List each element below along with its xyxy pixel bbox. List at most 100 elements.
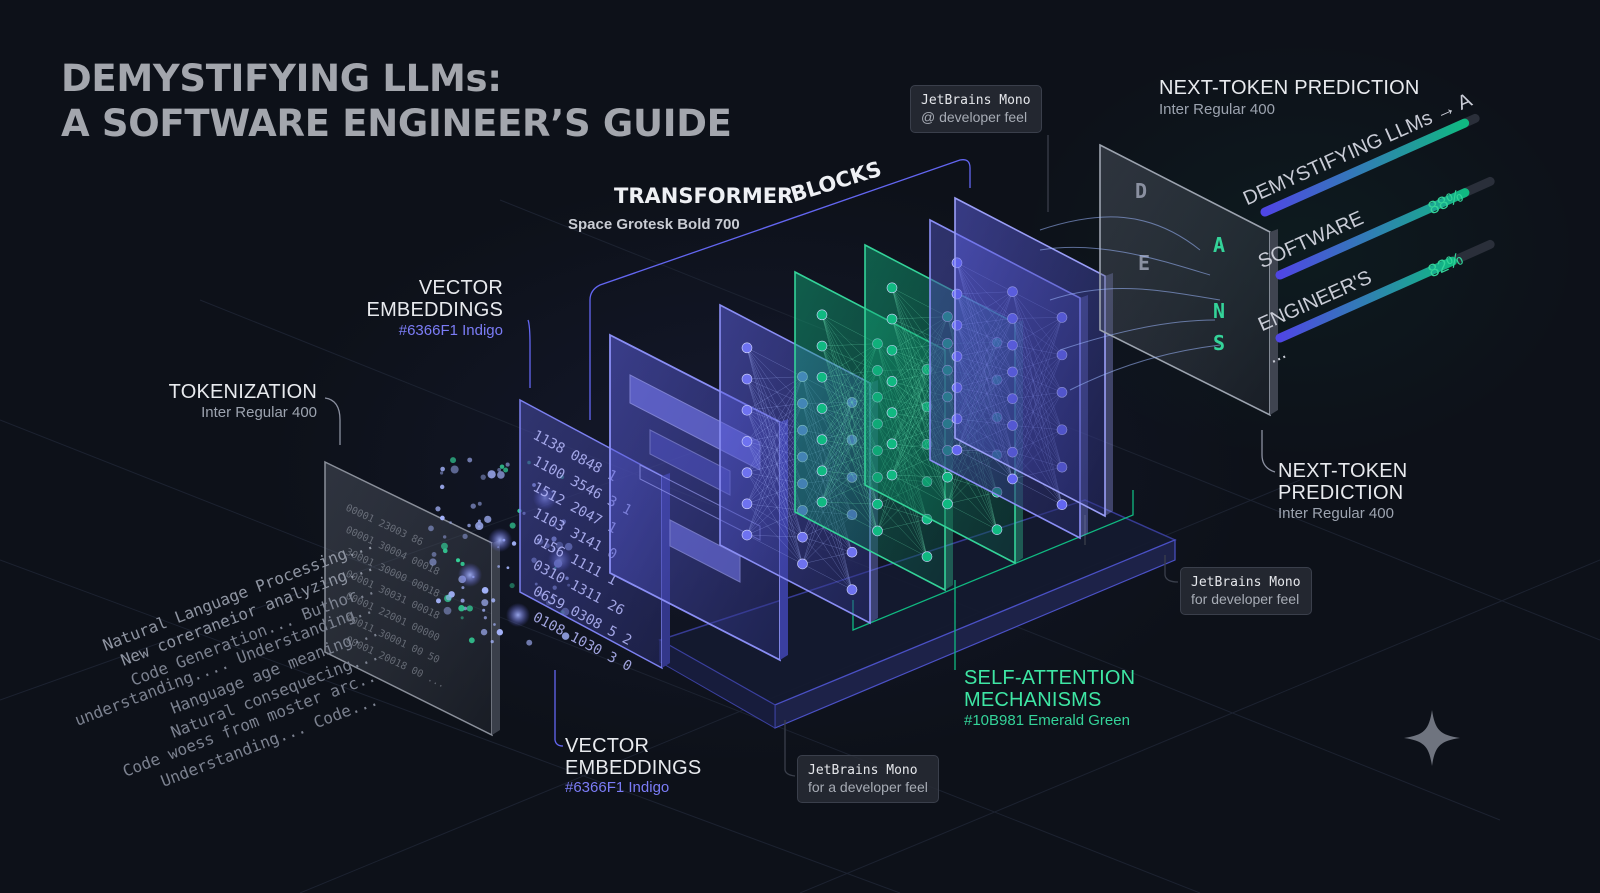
particle [484,515,492,523]
network-node [886,344,898,356]
particle [506,566,510,570]
particle [526,639,533,646]
network-node [886,469,898,481]
particle [466,605,473,612]
font-tag-bottom-mono: JetBrains Mono [808,763,918,778]
page-title: DEMYSTIFYING LLMs: A SOFTWARE ENGINEER’S… [61,56,732,146]
particle-glow [506,603,530,627]
particle [449,521,452,524]
next-token-label-right: NEXT-TOKEN PREDICTION [1278,460,1407,504]
particle [482,608,486,612]
network-node [816,340,828,352]
particle [442,548,448,554]
font-tag-right-mono: JetBrains Mono [1191,575,1301,590]
particle [436,598,441,604]
particle [428,525,434,532]
particle [443,606,452,615]
particle [497,471,505,479]
particle [456,558,461,563]
vector-embeddings-label-top: VECTOR EMBEDDINGS [343,277,503,321]
vector-embeddings-label-bottom: VECTOR EMBEDDINGS [565,735,701,779]
vector-top-line-1: VECTOR [418,277,503,299]
transformer-block-panels [719,196,1113,625]
particle [435,506,441,512]
self-attention-line-2: MECHANISMS [964,689,1102,711]
particle [511,541,517,546]
network-node [816,496,828,508]
network-node [872,525,883,537]
particle [499,464,505,469]
network-node [741,404,753,416]
particle-glow [488,528,512,552]
particle [462,533,468,540]
particle [483,616,487,620]
network-node [872,498,883,510]
particle [497,467,502,472]
particle [461,586,465,590]
network-node [846,584,858,595]
network-node [741,436,753,447]
vector-bottom-color: #6366F1 Indigo [565,779,670,796]
network-node [942,471,953,483]
network-node [816,434,828,445]
particle [490,639,494,644]
next-token-top-font-note: Inter Regular 400 [1159,101,1275,118]
particle [561,632,570,640]
network-node [886,376,898,387]
vector-top-line-2: EMBEDDINGS [366,299,503,321]
font-tag-bottom-sub: for a developer feel [808,779,928,795]
particle [470,503,476,509]
particle [481,599,489,607]
next-token-right-line-2: PREDICTION [1278,482,1404,504]
particle [487,470,496,479]
particle [477,519,481,523]
font-tag-right: JetBrains Mono for developer feel [1180,567,1312,615]
particle [439,484,445,490]
network-node [741,467,753,478]
network-node [886,438,898,450]
particle [505,462,510,467]
particle [440,471,444,475]
probability-fill [1275,188,1470,280]
network-node [886,282,898,294]
particle [481,586,489,594]
network-node [816,309,828,321]
particle [431,552,437,557]
particle [467,457,473,463]
vector-bottom-line-1: VECTOR [565,735,650,757]
network-node [951,444,963,456]
prediction-letter: D [1135,179,1147,203]
particle [497,565,501,568]
particle [480,474,486,480]
particle [450,457,457,464]
particle [468,637,475,644]
tokenization-font-note: Inter Regular 400 [201,404,317,421]
particle [480,628,488,636]
particle [509,583,515,589]
network-node [942,498,953,510]
flow-lines [1039,216,1221,391]
probability-bars [1260,113,1495,343]
particle [509,522,516,529]
particle [503,467,509,473]
particle [440,466,445,472]
network-node [846,546,858,558]
leader-lines [324,135,1276,777]
network-node [921,551,933,562]
transformer-label: TRANSFORMER [614,184,794,208]
font-tag-bottom: JetBrains Mono for a developer feel [797,755,939,803]
particle [493,623,496,626]
network-node [741,498,753,510]
transformer-layer-panel [954,196,1113,518]
particle [477,501,482,506]
network-node [1007,473,1018,485]
prediction-letter: E [1138,251,1150,275]
network-node [816,371,828,383]
particle [458,604,465,612]
self-attention-color: #10B981 Emerald Green [964,712,1130,729]
particle [429,558,437,566]
prediction-letter: A [1213,233,1225,257]
